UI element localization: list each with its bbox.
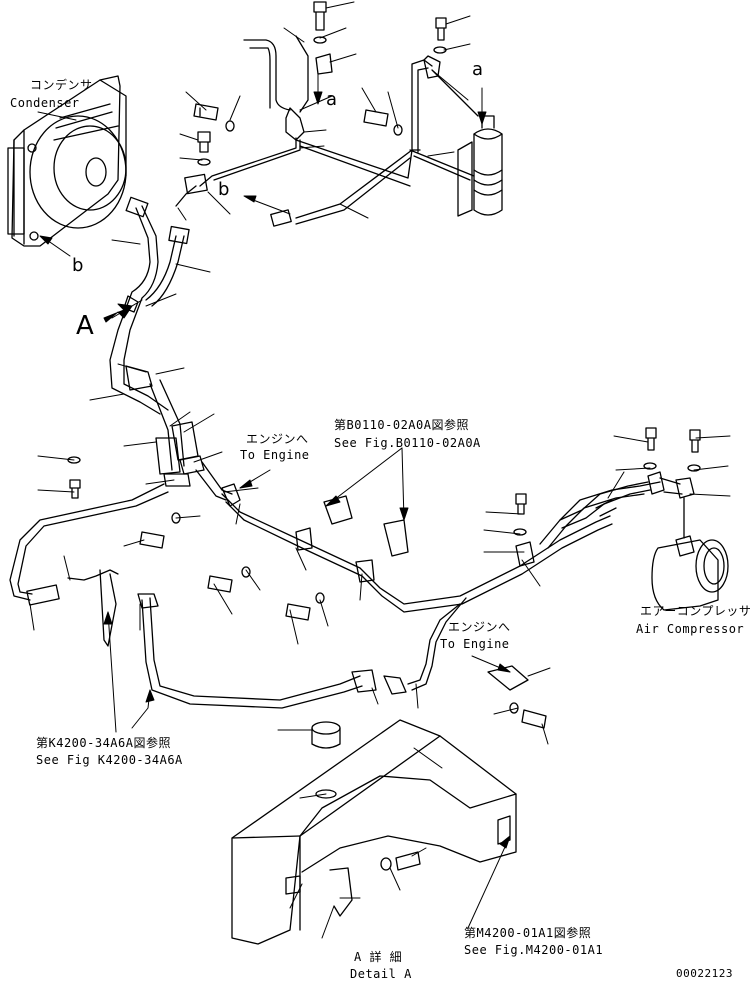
ref-b0110-en: See Fig.B0110-02A0A bbox=[334, 436, 481, 450]
condenser-hoses bbox=[9, 196, 233, 606]
bracket-assembly bbox=[231, 719, 517, 945]
center-pipe-run bbox=[221, 481, 661, 695]
letter-b-mid: b bbox=[218, 179, 230, 200]
letter-b-left: b bbox=[72, 255, 84, 276]
ref-k4200-jp: 第K4200-34A6A図参照 bbox=[36, 736, 171, 750]
detail-a-jp: A 詳 細 bbox=[354, 950, 403, 964]
condenser-label-jp: コンデンサ bbox=[30, 78, 93, 92]
ref-b0110-jp: 第B0110-02A0A図参照 bbox=[334, 418, 469, 432]
fasteners bbox=[67, 1, 701, 871]
to-engine-1-en: To Engine bbox=[240, 448, 310, 462]
upper-hoses bbox=[175, 35, 479, 227]
air-compressor bbox=[647, 471, 729, 611]
ref-k4200-en: See Fig K4200-34A6A bbox=[36, 753, 183, 767]
condenser-label-en: Condenser bbox=[10, 96, 80, 110]
condenser bbox=[7, 75, 127, 247]
ref-m4200-jp: 第M4200-01A1図参照 bbox=[464, 926, 592, 940]
air-compressor-en: Air Compressor bbox=[636, 622, 745, 636]
receiver-drier bbox=[457, 115, 503, 217]
air-compressor-jp: エアーコンプレッサ bbox=[640, 604, 752, 618]
ref-m4200-en: See Fig.M4200-01A1 bbox=[464, 943, 604, 957]
letter-a-top: a bbox=[472, 59, 484, 80]
letter-a-mid: a bbox=[326, 89, 338, 110]
reference-arrows bbox=[37, 73, 511, 929]
leader-lines bbox=[29, 1, 731, 939]
drawing-number: 00022123 bbox=[676, 967, 733, 980]
detail-a-en: Detail A bbox=[350, 967, 412, 981]
to-engine-2-jp: エンジンへ bbox=[448, 620, 511, 634]
view-a-marker: A bbox=[76, 311, 95, 341]
to-engine-2-en: To Engine bbox=[440, 637, 510, 651]
to-engine-1-jp: エンジンへ bbox=[246, 432, 309, 446]
lower-tube bbox=[67, 569, 377, 709]
